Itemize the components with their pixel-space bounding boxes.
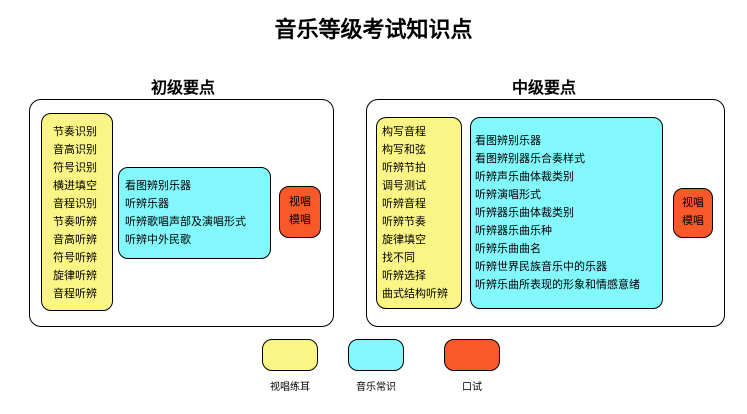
- basic-knowledge-item: 听辨中外民歌: [125, 233, 191, 246]
- intermediate-ear-item: 听辨节拍: [382, 161, 426, 174]
- intermediate-oral-box: 视唱 模唱: [673, 188, 713, 238]
- legend-swatch-ear-training: [262, 339, 318, 371]
- basic-panel: 节奏识别 音高识别 符号识别 横进填空 音程识别 节奏听辨 音高听辨 符号听辨 …: [29, 99, 334, 327]
- basic-ear-item: 音程识别: [53, 197, 97, 210]
- basic-ear-item: 横进填空: [53, 179, 97, 192]
- basic-section-title: 初级要点: [150, 78, 215, 97]
- basic-knowledge-item: 看图辨别乐器: [125, 179, 191, 192]
- basic-ear-item: 旋律听辨: [53, 269, 97, 282]
- intermediate-ear-training-box: 构写音程 构写和弦 听辨节拍 调号测试 听辨音程 听辨节奏 旋律填空 找不同 听…: [376, 117, 462, 309]
- legend-swatch-oral: [444, 339, 500, 371]
- intermediate-oral-item: 视唱: [682, 196, 704, 209]
- intermediate-knowledge-item: 听辨声乐曲体裁类别: [475, 170, 574, 183]
- intermediate-panel: 构写音程 构写和弦 听辨节拍 调号测试 听辨音程 听辨节奏 旋律填空 找不同 听…: [366, 99, 725, 327]
- intermediate-knowledge-item: 听辨世界民族音乐中的乐器: [475, 260, 607, 273]
- intermediate-ear-item: 曲式结构听辨: [382, 287, 448, 300]
- legend-label-music-knowledge: 音乐常识: [356, 382, 396, 393]
- basic-ear-item: 节奏听辨: [53, 215, 97, 228]
- intermediate-knowledge-item: 听辨器乐曲体裁类别: [475, 206, 574, 219]
- intermediate-ear-item: 听辨音程: [382, 197, 426, 210]
- basic-ear-item: 符号识别: [53, 161, 97, 174]
- basic-ear-item: 音高识别: [53, 143, 97, 156]
- intermediate-knowledge-item: 听辨乐曲所表现的形象和情感意绪: [475, 278, 640, 291]
- basic-knowledge-item: 听辨乐器: [125, 197, 169, 210]
- basic-oral-item: 模唱: [289, 213, 311, 226]
- basic-oral-box: 视唱 模唱: [279, 186, 321, 238]
- intermediate-section-title: 中级要点: [511, 78, 576, 97]
- intermediate-knowledge-item: 听辨器乐曲乐种: [475, 224, 552, 237]
- basic-knowledge-item: 听辨歌唱声部及演唱形式: [125, 215, 246, 228]
- intermediate-ear-item: 构写音程: [382, 125, 426, 138]
- basic-oral-item: 视唱: [289, 195, 311, 208]
- intermediate-ear-item: 构写和弦: [382, 143, 426, 156]
- legend-swatch-music-knowledge: [348, 339, 404, 371]
- basic-ear-item: 音程听辨: [53, 287, 97, 300]
- basic-ear-item: 符号听辨: [53, 251, 97, 264]
- basic-ear-training-box: 节奏识别 音高识别 符号识别 横进填空 音程识别 节奏听辨 音高听辨 符号听辨 …: [41, 113, 113, 311]
- legend-label-oral: 口试: [462, 382, 482, 393]
- basic-music-knowledge-box: 看图辨别乐器 听辨乐器 听辨歌唱声部及演唱形式 听辨中外民歌: [118, 167, 271, 259]
- basic-ear-item: 节奏识别: [53, 125, 97, 138]
- intermediate-oral-item: 模唱: [682, 214, 704, 227]
- intermediate-knowledge-item: 看图辨别乐器: [475, 134, 541, 147]
- intermediate-music-knowledge-box: 看图辨别乐器 看图辨别器乐合奏样式 听辨声乐曲体裁类别 听辨演唱形式 听辨器乐曲…: [470, 117, 663, 309]
- intermediate-knowledge-item: 听辨乐曲曲名: [475, 242, 541, 255]
- intermediate-knowledge-item: 看图辨别器乐合奏样式: [475, 152, 585, 165]
- intermediate-ear-item: 听辨节奏: [382, 215, 426, 228]
- intermediate-ear-item: 调号测试: [382, 179, 426, 192]
- basic-ear-item: 音高听辨: [53, 233, 97, 246]
- intermediate-knowledge-item: 听辨演唱形式: [475, 188, 541, 201]
- intermediate-ear-item: 旋律填空: [382, 233, 426, 246]
- legend-label-ear-training: 视唱练耳: [270, 382, 310, 393]
- diagram-title: 音乐等级考试知识点: [274, 18, 473, 43]
- intermediate-ear-item: 听辨选择: [382, 269, 426, 282]
- intermediate-ear-item: 找不同: [382, 251, 415, 264]
